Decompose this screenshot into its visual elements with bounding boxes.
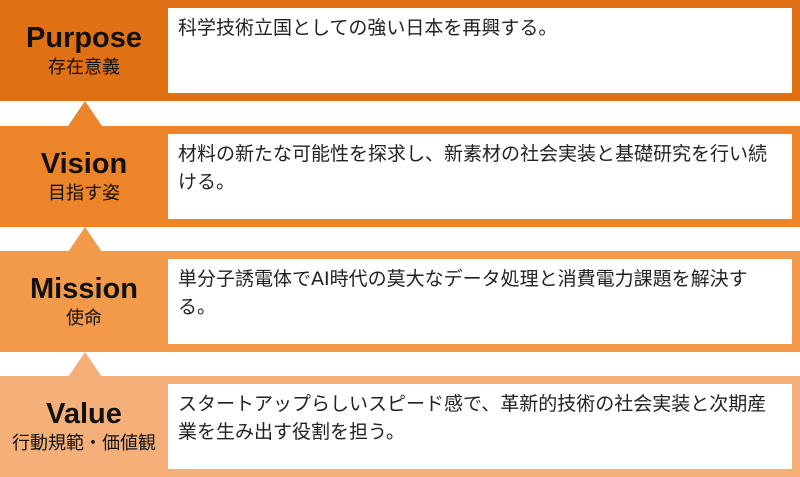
purpose-text: 科学技術立国としての強い日本を再興する。 (168, 8, 792, 93)
arrow-up-icon (68, 227, 102, 252)
value-title: Value (46, 397, 122, 430)
value-subtitle: 行動規範・価値観 (12, 432, 156, 454)
vision-title: Vision (40, 147, 128, 180)
mission-text: 単分子誘電体でAI時代の莫大なデータ処理と消費電力課題を解決する。 (168, 259, 792, 344)
vision-subtitle: 目指す姿 (48, 182, 120, 204)
purpose-subtitle: 存在意義 (48, 56, 120, 78)
purpose-title: Purpose (25, 21, 143, 54)
vision-text: 材料の新たな可能性を探求し、新素材の社会実装と基礎研究を行い続ける。 (168, 134, 792, 219)
value-text: スタートアップらしいスピード感で、革新的技術の社会実装と次期産業を生み出す役割を… (168, 384, 792, 469)
mission-subtitle: 使命 (66, 307, 102, 329)
arrow-up-icon (68, 101, 102, 126)
arrow-up-icon (68, 352, 102, 377)
mission-title: Mission (30, 272, 138, 305)
